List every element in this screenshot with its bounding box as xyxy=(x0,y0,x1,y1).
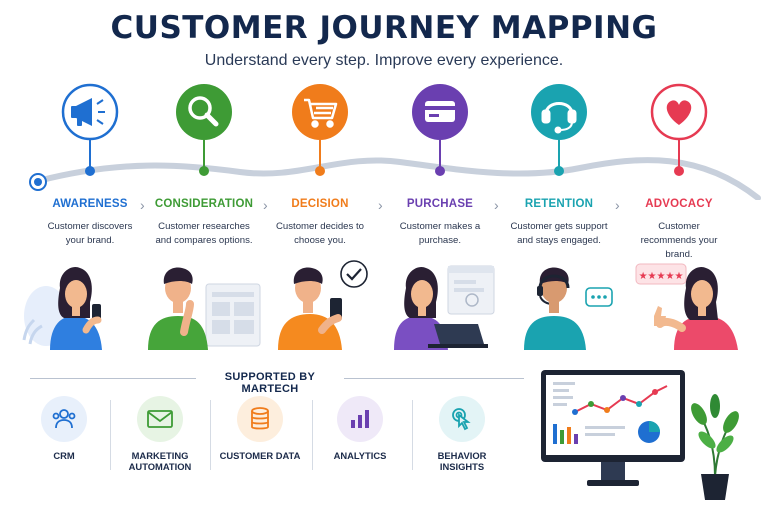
tool-analytics: ANALYTICS xyxy=(314,396,406,461)
stage-consideration: CONSIDERATION Customer researches and co… xyxy=(145,198,263,248)
stage-name: RETENTION xyxy=(524,198,594,210)
stage-name: ADVOCACY xyxy=(645,198,713,210)
heart-icon xyxy=(666,100,692,125)
divider-right xyxy=(344,378,524,379)
stage-decision: DECISION Customer decides to choose you. xyxy=(261,198,379,248)
person-support-illustration xyxy=(524,267,613,350)
chevron-right-icon: › xyxy=(615,197,620,213)
pointer-click-icon xyxy=(439,396,485,442)
stage-description: Customer researches and compares options… xyxy=(155,221,253,246)
support-title: SUPPORTED BY MARTECH xyxy=(224,371,316,395)
envelope-icon xyxy=(137,396,183,442)
thumbs-up-icon xyxy=(654,306,666,326)
stage-advocacy-node xyxy=(650,83,708,176)
divider-left xyxy=(30,378,196,379)
stage-description: Customer decides to choose you. xyxy=(276,221,364,246)
stage-consideration-node xyxy=(176,84,232,176)
person-laptop-illustration xyxy=(394,265,495,350)
chevron-right-icon: › xyxy=(494,197,499,213)
magnifier-icon xyxy=(188,96,219,127)
database-icon xyxy=(237,396,283,442)
stage-awareness-node xyxy=(61,83,119,176)
checkmark-icon xyxy=(346,268,362,281)
stage-name: DECISION xyxy=(291,198,349,210)
tool-separator xyxy=(412,400,413,470)
stage-purchase-node xyxy=(412,84,468,176)
stage-description: Customer discovers your brand. xyxy=(47,221,133,246)
person-decide-illustration xyxy=(278,260,368,350)
tool-customer-data: CUSTOMER DATA xyxy=(214,396,306,461)
person-research-illustration xyxy=(148,267,261,350)
credit-card-icon xyxy=(425,101,455,122)
chevron-right-icon: › xyxy=(140,197,145,213)
stage-name: CONSIDERATION xyxy=(154,198,254,210)
tool-separator xyxy=(312,400,313,470)
headset-icon xyxy=(541,102,577,134)
page-title: CUSTOMER JOURNEY MAPPING xyxy=(110,10,658,46)
journey-path xyxy=(29,83,761,200)
plant-illustration xyxy=(691,394,739,500)
chevron-right-icon: › xyxy=(263,197,268,213)
dashboard-monitor-illustration xyxy=(541,370,739,500)
tool-label: CUSTOMER DATA xyxy=(219,450,301,461)
stage-name: PURCHASE xyxy=(406,198,474,210)
tool-label: ANALYTICS xyxy=(333,450,387,461)
bar-chart-icon xyxy=(337,396,383,442)
rating-stars: ★★★★★ xyxy=(639,271,684,282)
tool-behavior-insights: BEHAVIOR INSIGHTS xyxy=(416,396,508,473)
tool-crm: CRM xyxy=(18,396,110,461)
stage-purchase: PURCHASE Customer makes a purchase. xyxy=(381,198,499,248)
stage-retention: RETENTION Customer gets support and stay… xyxy=(500,198,618,248)
tool-label: BEHAVIOR INSIGHTS xyxy=(437,450,487,473)
stage-description: Customer gets support and stays engaged. xyxy=(510,221,608,246)
stage-retention-node xyxy=(531,84,587,176)
tool-label: MARKETING AUTOMATION xyxy=(128,450,192,473)
stage-name: AWARENESS xyxy=(52,198,128,210)
stage-advocacy: ADVOCACY Customer recommends your brand. xyxy=(620,198,738,262)
users-icon xyxy=(41,396,87,442)
stage-description: Customer makes a purchase. xyxy=(399,221,481,246)
stage-decision-node xyxy=(292,84,348,176)
stage-description: Customer recommends your brand. xyxy=(640,221,718,260)
journey-wave xyxy=(35,157,761,200)
tool-separator xyxy=(110,400,111,470)
tool-label: CRM xyxy=(53,450,75,461)
person-phone-illustration xyxy=(22,266,102,350)
stage-awareness: AWARENESS Customer discovers your brand. xyxy=(31,198,149,248)
shopping-cart-icon xyxy=(304,98,338,128)
chevron-right-icon: › xyxy=(378,197,383,213)
tool-separator xyxy=(210,400,211,470)
tool-marketing-automation: MARKETING AUTOMATION xyxy=(114,396,206,473)
person-recommend-illustration: ★★★★★ xyxy=(635,263,738,350)
megaphone-icon xyxy=(71,98,105,126)
page-subtitle: Understand every step. Improve every exp… xyxy=(204,52,564,69)
